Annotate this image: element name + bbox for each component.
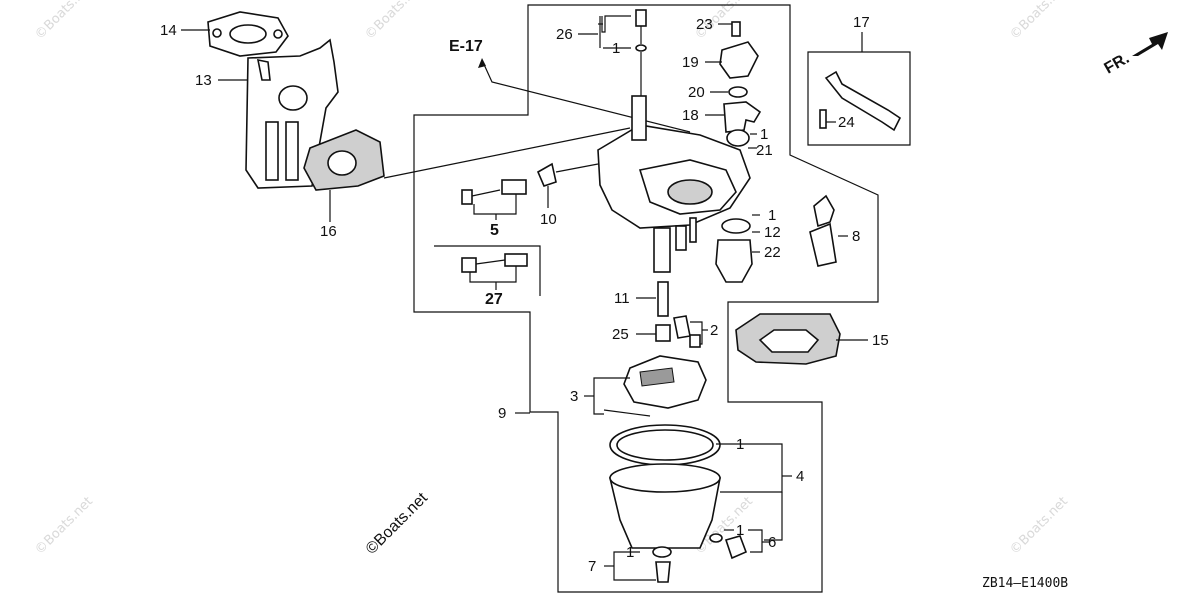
part-4-float-chamber: [608, 424, 721, 549]
watermark: ©Boats.net: [32, 0, 96, 43]
callout-23: 23: [696, 16, 713, 33]
callout-1-a: 1: [612, 40, 620, 57]
callout-12: 12: [764, 224, 781, 241]
callout-27: 27: [485, 291, 503, 308]
callout-10: 10: [540, 211, 557, 228]
part-14-gasket: [207, 11, 289, 57]
callout-1-d: 1: [736, 436, 744, 453]
fr-arrow-icon: [1132, 32, 1168, 56]
e17-label: E-17: [449, 38, 483, 55]
parts-drain: [652, 533, 748, 583]
e17-reference: E-17: [449, 38, 691, 133]
callout-17: 17: [853, 14, 870, 31]
copyright-mark: ©Boats.net: [363, 489, 432, 558]
figure-code: ZB14—E1400B: [982, 576, 1068, 591]
callout-25: 25: [612, 326, 629, 343]
part-15-gasket: [735, 313, 841, 365]
callout-22: 22: [764, 244, 781, 261]
e17-leader: [481, 59, 691, 133]
watermarks: ©Boats.net ©Boats.net ©Boats.net ©Boats.…: [32, 0, 1071, 558]
callout-4: 4: [796, 468, 804, 485]
callout-18: 18: [682, 107, 699, 124]
part-8-choke-valve: [809, 194, 837, 267]
callout-7: 7: [588, 558, 596, 575]
e17-arrowhead: [478, 58, 486, 68]
callout-15: 15: [872, 332, 889, 349]
part-26-screw: [635, 9, 647, 96]
callout-5: 5: [490, 222, 499, 239]
leader-lines: [181, 15, 868, 581]
fr-label: FR.: [1102, 50, 1133, 78]
callout-11: 11: [614, 290, 630, 307]
part-16-gasket: [303, 127, 631, 191]
callout-21: 21: [756, 142, 773, 159]
parts-jets: [655, 281, 701, 348]
callout-1-e: 1: [736, 522, 744, 539]
callout-9: 9: [498, 405, 506, 422]
part-3-float: [603, 355, 707, 417]
watermark: ©Boats.net: [32, 494, 96, 558]
front-direction-indicator: FR.: [1102, 32, 1168, 78]
carburetor-body: [597, 95, 751, 273]
watermark: ©Boats.net: [362, 0, 426, 43]
part-17-choke-lever: [807, 51, 911, 146]
callout-1-c: 1: [768, 207, 776, 224]
callout-16: 16: [320, 223, 337, 240]
callout-1-b: 1: [760, 126, 768, 143]
callout-13: 13: [195, 72, 212, 89]
callout-8: 8: [852, 228, 860, 245]
callout-14: 14: [160, 22, 177, 39]
callout-24: 24: [838, 114, 855, 131]
assembly-boundary-9: [413, 4, 879, 593]
parts-upper-right: [719, 21, 762, 147]
parts-right: [715, 218, 753, 283]
callout-labels: 14 13 16 17 24 26 1 23 19 20 18 1 21 10 …: [160, 14, 889, 575]
callout-26: 26: [556, 26, 573, 43]
callout-3: 3: [570, 388, 578, 405]
watermark: ©Boats.net: [1007, 494, 1071, 558]
callout-20: 20: [688, 84, 705, 101]
callout-2: 2: [710, 322, 718, 339]
parts-left-screws: [461, 162, 599, 273]
callout-6: 6: [768, 534, 776, 551]
watermark: ©Boats.net: [1007, 0, 1071, 43]
callout-1-f: 1: [626, 544, 634, 561]
callout-19: 19: [682, 54, 699, 71]
